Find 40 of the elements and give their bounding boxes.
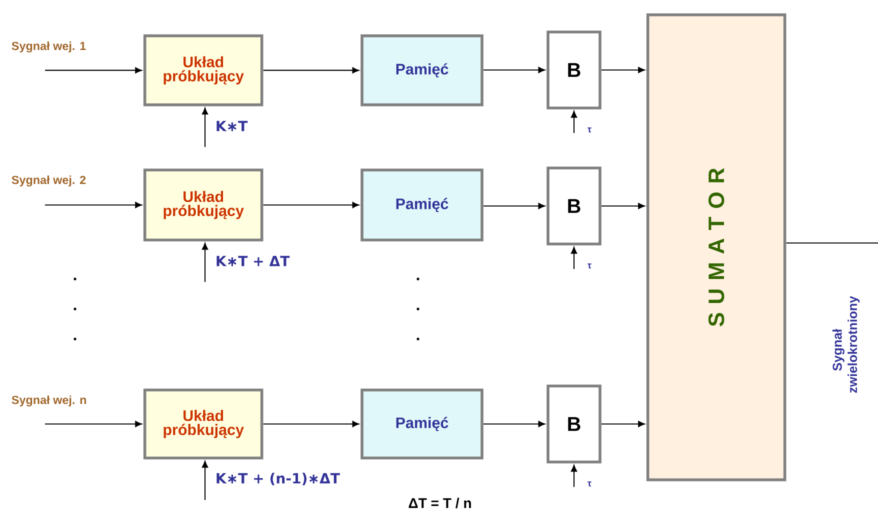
clock-label: K∗T bbox=[216, 120, 248, 132]
arrow bbox=[263, 202, 360, 208]
buffer-block: B bbox=[546, 384, 602, 464]
sampling-block: Układ próbkujący bbox=[143, 34, 264, 106]
adder-block: S U M A T O R bbox=[646, 13, 786, 482]
arrow bbox=[45, 202, 142, 208]
memory-block: Pamięć bbox=[360, 388, 484, 460]
memory-block: Pamięć bbox=[360, 34, 484, 106]
arrow bbox=[570, 246, 578, 269]
arrow bbox=[202, 108, 208, 147]
sampling-block: Układ próbkujący bbox=[143, 388, 264, 460]
signal-label: Sygnał wej. 1 bbox=[12, 42, 86, 52]
delay-label: τ bbox=[587, 263, 592, 269]
arrow bbox=[202, 242, 208, 282]
buffer-block: B bbox=[546, 166, 602, 246]
signal-label: Sygnał wej. 2 bbox=[12, 176, 86, 186]
arrow bbox=[484, 202, 546, 210]
output-line bbox=[786, 242, 878, 244]
output-label: Sygnał zwielokrotniony bbox=[832, 296, 860, 393]
arrow bbox=[484, 66, 546, 74]
memory-block: Pamięć bbox=[360, 168, 484, 242]
delay-label: τ bbox=[587, 127, 592, 133]
signal-label: Sygnał wej. n bbox=[12, 396, 86, 406]
arrow bbox=[602, 202, 645, 210]
arrow bbox=[45, 67, 142, 74]
arrow bbox=[484, 420, 546, 428]
arrow bbox=[570, 464, 578, 487]
buffer-block: B bbox=[546, 30, 602, 110]
arrow bbox=[202, 460, 208, 500]
arrow bbox=[602, 420, 645, 428]
arrow bbox=[602, 66, 645, 74]
arrow bbox=[45, 420, 142, 428]
sampling-block: Układ próbkujący bbox=[143, 168, 264, 242]
arrow bbox=[263, 67, 360, 74]
formula-note: ΔT = T / n bbox=[408, 498, 471, 508]
delay-label: τ bbox=[587, 481, 592, 486]
arrow bbox=[263, 420, 360, 428]
arrow bbox=[570, 110, 578, 133]
clock-label: K∗T + ΔT bbox=[216, 256, 290, 266]
clock-label: K∗T + (n-1)∗ΔT bbox=[216, 472, 340, 486]
